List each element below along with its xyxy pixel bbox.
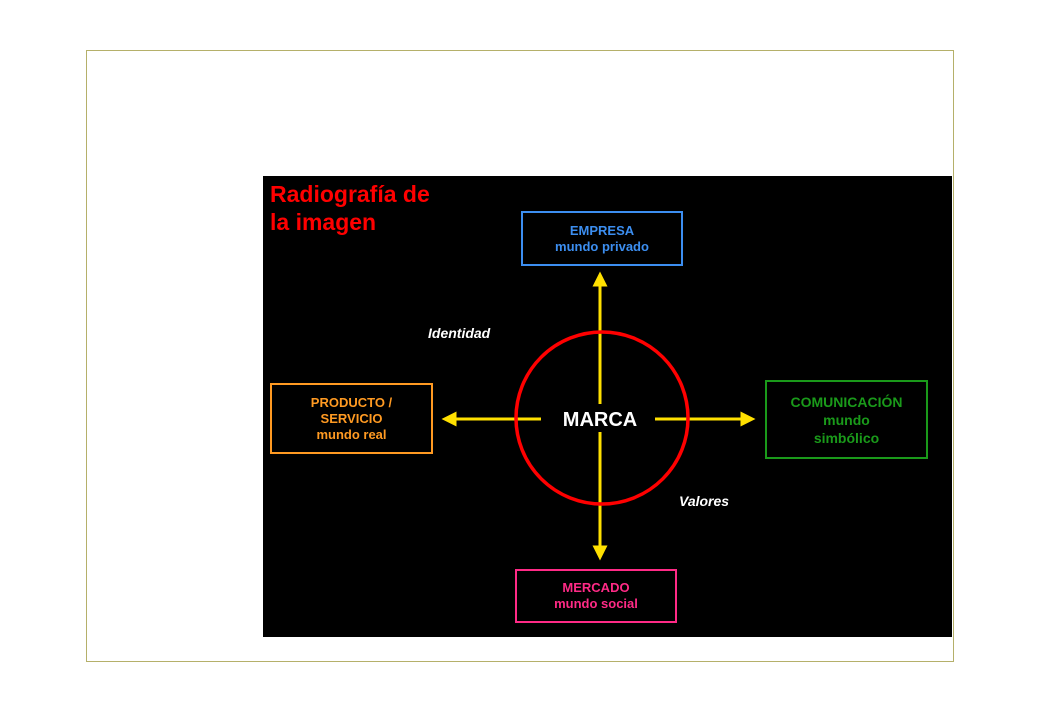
comunicacion-subtitle-line1: mundo: [823, 411, 870, 428]
producto-servicio-box: PRODUCTO / SERVICIO mundo real: [270, 383, 433, 454]
slide-title-line1: Radiografía de: [270, 181, 430, 207]
producto-subtitle: mundo real: [316, 426, 387, 442]
slide-title-line2: la imagen: [270, 209, 377, 235]
comunicacion-title: COMUNICACIÓN: [790, 393, 903, 410]
empresa-subtitle: mundo privado: [555, 238, 649, 254]
mercado-title: MERCADO: [562, 580, 630, 595]
comunicacion-box: COMUNICACIÓN mundo simbólico: [765, 380, 928, 459]
empresa-title: EMPRESA: [569, 222, 635, 238]
mercado-subtitle: mundo social: [554, 596, 638, 611]
empresa-box: EMPRESA mundo privado: [521, 211, 683, 266]
marca-label: MARCA: [563, 409, 637, 431]
marca-circle: [514, 330, 690, 506]
diagram-slide: MARCA Radiografía de la imagen EMPRESA m…: [263, 176, 952, 637]
producto-title-line2: SERVICIO: [320, 410, 383, 426]
comunicacion-subtitle-line2: simbólico: [813, 429, 880, 446]
mercado-box: MERCADO mundo social: [515, 569, 677, 623]
identidad-label: Identidad: [428, 325, 491, 341]
slide-frame: MARCA Radiografía de la imagen EMPRESA m…: [86, 50, 954, 662]
valores-label: Valores: [679, 493, 730, 509]
marca-label-backdrop: [545, 404, 655, 432]
diagram-graphics: MARCA: [441, 271, 756, 561]
producto-title-line1: PRODUCTO /: [310, 394, 393, 410]
slide-title: Radiografía de la imagen: [270, 180, 430, 236]
